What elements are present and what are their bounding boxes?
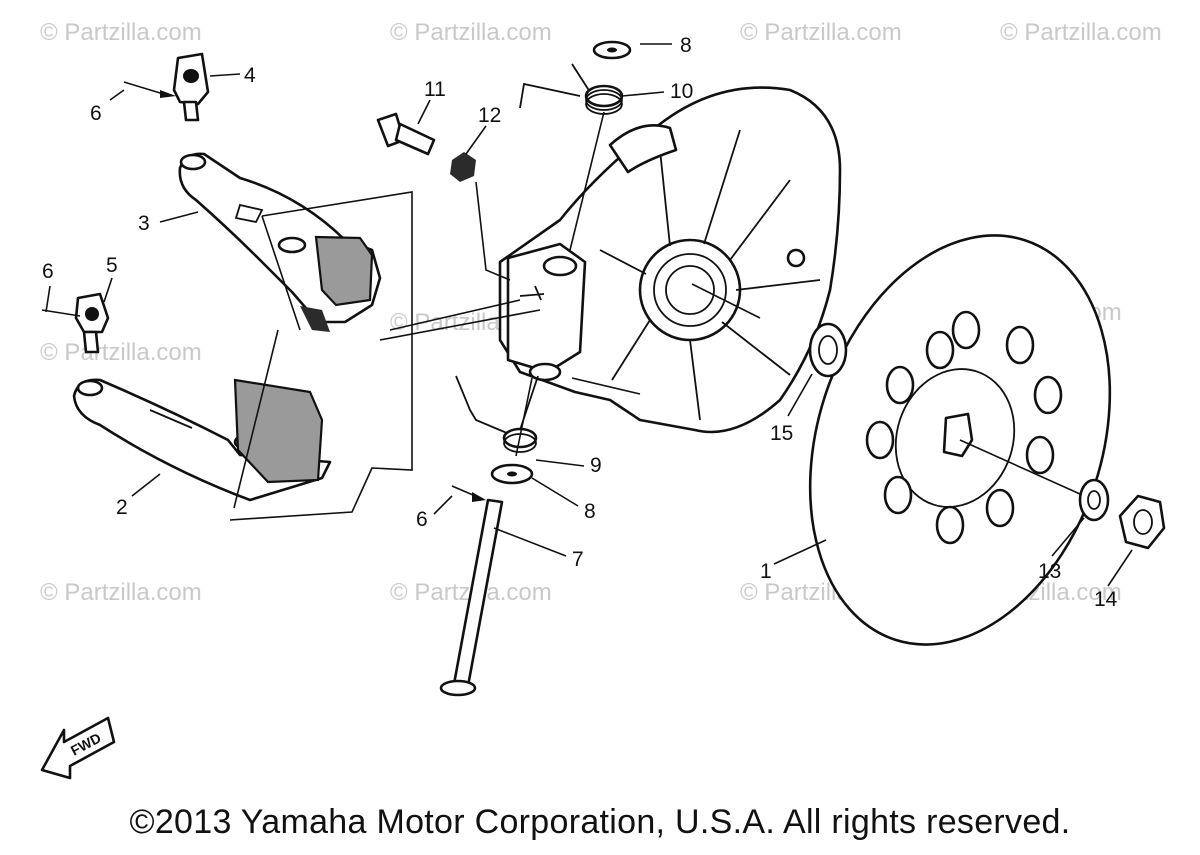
callout-2: 2 (116, 496, 128, 519)
callout-11: 11 (424, 78, 446, 101)
watermark-text: © Partzilla.com (40, 339, 202, 366)
cotter-pin-upper (123, 81, 176, 98)
lower-caliper-arm (72, 378, 332, 502)
adjuster-block-5 (74, 292, 110, 354)
nut-12 (450, 152, 476, 182)
callout-8: 8 (584, 500, 596, 523)
callout-14: 14 (1094, 588, 1118, 611)
callout-10: 10 (670, 80, 693, 103)
washer-13 (1078, 478, 1110, 522)
callout-leaders (45, 43, 1133, 587)
spring-9 (455, 375, 539, 453)
copyright-notice: ©2013 Yamaha Motor Corporation, U.S.A. A… (129, 803, 1071, 841)
watermark-text: © Partzilla.com (40, 579, 202, 606)
callout-15: 15 (770, 422, 793, 445)
callout-6: 6 (90, 102, 102, 125)
pivot-pin-7 (439, 498, 504, 697)
callout-1: 1 (760, 560, 772, 583)
callout-3: 3 (138, 212, 150, 235)
brake-housing (498, 86, 842, 434)
cotter-pin-lower (451, 485, 486, 502)
disc-holes (865, 310, 1063, 545)
washer-8-lower (490, 463, 534, 485)
axle-centerline (691, 283, 1081, 495)
pivot-centerline-lower (515, 377, 533, 457)
callout-12: 12 (478, 104, 501, 127)
fwd-arrow-icon: FWD (40, 716, 116, 780)
callout-7: 7 (572, 548, 584, 571)
spring-10 (519, 63, 624, 115)
callout-4: 4 (244, 64, 256, 87)
bolt-leader (475, 181, 511, 281)
callout-labels: 4 6 3 6 5 2 8 10 11 12 9 8 7 6 1 15 13 1… (42, 34, 1118, 611)
cotter-pin-left (41, 309, 81, 317)
upper-caliper-arm (178, 152, 382, 332)
bolt-11 (376, 112, 436, 156)
callout-9: 9 (590, 454, 602, 477)
callout-6: 6 (416, 508, 428, 531)
watermark-text: © Partzilla.com (40, 19, 202, 46)
pad-leader-lines (379, 299, 541, 341)
callout-13: 13 (1038, 560, 1061, 583)
watermark-text: © Partzilla.com (740, 19, 902, 46)
callout-6: 6 (42, 260, 54, 283)
pivot-centerline-upper (569, 111, 605, 251)
callout-8: 8 (680, 34, 692, 57)
watermark-text: © Partzilla.com (390, 19, 552, 46)
spacer-15 (808, 322, 848, 378)
watermark-text: © Partzilla.com (1000, 19, 1162, 46)
callout-5: 5 (106, 254, 118, 277)
adjuster-block-4 (172, 52, 210, 122)
washer-8-upper (592, 40, 632, 60)
assembly-bracket-lines (229, 191, 413, 521)
nut-14 (1118, 494, 1166, 550)
